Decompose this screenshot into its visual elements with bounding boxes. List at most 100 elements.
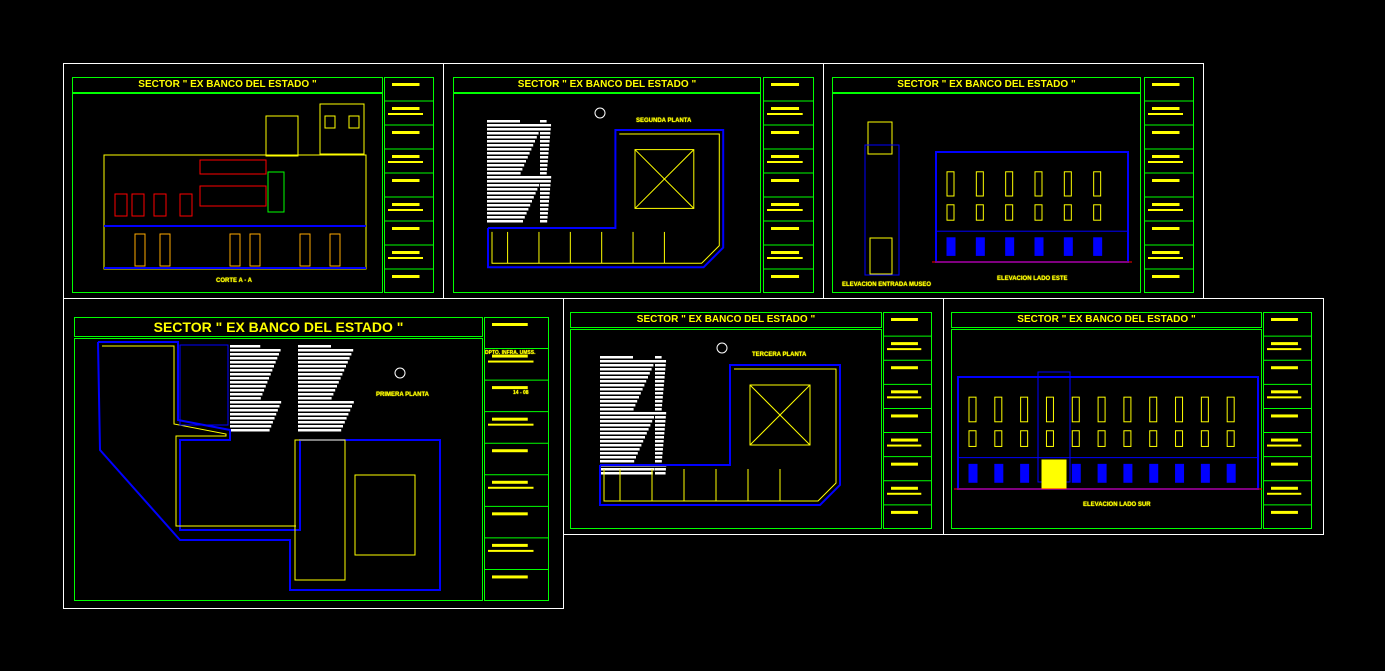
schedule-row bbox=[487, 220, 523, 223]
schedule-row bbox=[600, 392, 641, 395]
schedule-row bbox=[655, 396, 663, 399]
schedule-row bbox=[230, 413, 277, 416]
door bbox=[1097, 463, 1107, 483]
schedule-row bbox=[655, 388, 664, 391]
title-block-text bbox=[891, 510, 918, 514]
window-red bbox=[114, 193, 128, 217]
window bbox=[1005, 204, 1014, 221]
title-block-text bbox=[887, 396, 922, 399]
schedule-row bbox=[487, 120, 520, 123]
door bbox=[229, 233, 241, 267]
title-block-text bbox=[392, 83, 420, 86]
door bbox=[159, 233, 171, 267]
schedule-row bbox=[600, 412, 656, 415]
schedule-row bbox=[540, 200, 549, 203]
title-block-text bbox=[767, 257, 803, 259]
window bbox=[1034, 204, 1043, 221]
window bbox=[994, 430, 1003, 447]
schedule-row bbox=[540, 172, 547, 175]
entrance-door bbox=[1041, 459, 1067, 489]
title-block-text bbox=[392, 155, 420, 158]
schedule-row bbox=[600, 448, 640, 451]
schedule-row bbox=[655, 392, 664, 395]
schedule-row bbox=[600, 364, 654, 367]
schedule-row bbox=[540, 124, 552, 127]
schedule-row bbox=[540, 196, 550, 199]
north-arrow-icon bbox=[394, 367, 406, 379]
schedule-row bbox=[298, 389, 336, 392]
schedule-row bbox=[540, 148, 549, 151]
window bbox=[1149, 430, 1158, 447]
schedule-row bbox=[540, 188, 551, 191]
window bbox=[1097, 396, 1106, 423]
title-block-text bbox=[492, 480, 528, 484]
floor-plan-primera-inner bbox=[102, 345, 296, 527]
schedule-row bbox=[487, 180, 541, 183]
window bbox=[1063, 171, 1072, 197]
drawing-label: ELEVACION ENTRADA MUSEO bbox=[842, 282, 932, 288]
schedule-row bbox=[655, 424, 666, 427]
schedule-row bbox=[487, 160, 526, 163]
schedule-row bbox=[600, 372, 650, 375]
title-block-text bbox=[767, 113, 803, 115]
sheet-title: SECTOR " EX BANCO DEL ESTADO " bbox=[74, 317, 483, 337]
schedule-row bbox=[230, 361, 276, 364]
title-block bbox=[883, 312, 932, 529]
title-block-text bbox=[388, 113, 423, 115]
schedule-row bbox=[298, 361, 348, 364]
schedule-row bbox=[600, 432, 647, 435]
title-block-text bbox=[492, 386, 528, 390]
title-block-text bbox=[492, 575, 528, 579]
door bbox=[994, 463, 1004, 483]
title-block-text bbox=[891, 366, 918, 370]
title-block-text bbox=[1148, 257, 1183, 259]
title-block-text bbox=[1152, 83, 1180, 86]
schedule-row bbox=[655, 468, 666, 471]
title-block-text bbox=[891, 486, 918, 490]
title-block-text bbox=[1152, 179, 1180, 182]
schedule-row bbox=[298, 429, 342, 432]
title-block-text bbox=[771, 275, 800, 278]
window-red bbox=[179, 193, 193, 217]
schedule-row bbox=[230, 389, 265, 392]
schedule-row bbox=[655, 364, 666, 367]
schedule-row bbox=[487, 172, 521, 175]
schedule-row bbox=[298, 349, 354, 352]
schedule-row bbox=[298, 405, 352, 408]
title-block-text bbox=[771, 107, 800, 110]
schedule-row bbox=[230, 425, 272, 428]
title-block-text bbox=[1148, 161, 1183, 163]
schedule-row bbox=[230, 405, 280, 408]
title-block-text bbox=[1271, 510, 1298, 514]
room bbox=[294, 439, 346, 581]
door bbox=[1226, 463, 1236, 483]
window bbox=[1005, 171, 1014, 197]
title-block-text bbox=[388, 209, 423, 211]
schedule-row bbox=[600, 436, 645, 439]
floor-plan-segunda bbox=[487, 129, 725, 269]
schedule-row bbox=[655, 472, 666, 475]
balcony bbox=[199, 185, 267, 207]
title-block-text bbox=[891, 438, 918, 442]
title-block-text bbox=[891, 318, 918, 321]
title-block-text bbox=[771, 83, 800, 86]
schedule-row bbox=[655, 440, 664, 443]
schedule-row bbox=[230, 381, 268, 384]
schedule-row bbox=[298, 369, 345, 372]
schedule-row bbox=[655, 412, 667, 415]
title-block bbox=[763, 77, 814, 293]
schedule-row bbox=[600, 444, 642, 447]
window bbox=[1200, 430, 1209, 447]
door bbox=[1093, 237, 1103, 256]
sheet-title: SECTOR " EX BANCO DEL ESTADO " bbox=[72, 77, 383, 93]
window bbox=[1149, 396, 1158, 423]
title-block bbox=[1263, 312, 1312, 529]
title-block bbox=[1144, 77, 1194, 293]
schedule-row bbox=[600, 376, 648, 379]
window bbox=[1020, 430, 1029, 447]
title-block-text bbox=[767, 161, 803, 163]
sheet-elevacion-sur[interactable] bbox=[943, 298, 1324, 535]
schedule-row bbox=[487, 144, 534, 147]
schedule-row bbox=[230, 369, 273, 372]
schedule-row bbox=[230, 385, 266, 388]
